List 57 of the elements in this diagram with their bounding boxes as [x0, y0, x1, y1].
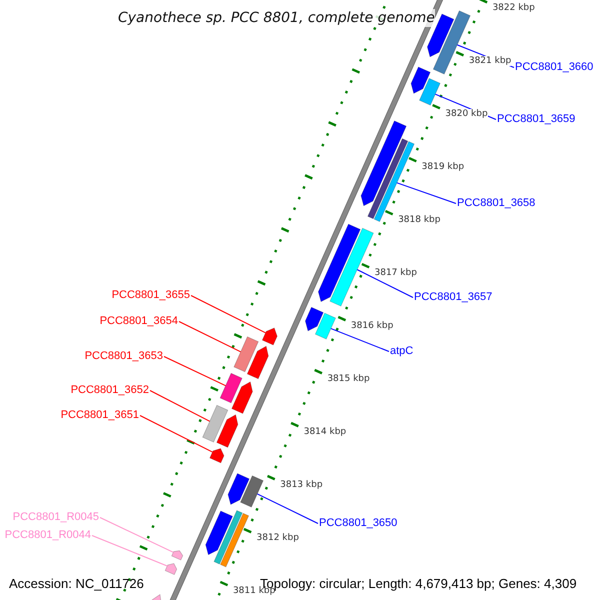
- gene-feature: [246, 346, 269, 380]
- gene-label: PCC8801_3653: [84, 350, 163, 363]
- gene-feature: [240, 475, 264, 508]
- gene-label: PCC8801_3658: [457, 197, 536, 210]
- gene-label: PCC8801_3659: [497, 113, 576, 126]
- scale-label: 3817 kbp: [374, 268, 417, 278]
- gene-feature: [220, 512, 250, 568]
- gene-label: PCC8801_R0044: [4, 529, 91, 542]
- gene-label: PCC8801_3655: [112, 289, 190, 302]
- leader-line: [190, 295, 266, 334]
- leader-line: [140, 415, 213, 453]
- leader-line: [150, 390, 210, 422]
- gene-feature: [228, 473, 250, 505]
- gene-feature: [410, 66, 431, 94]
- scale-label: 3814 kbp: [304, 426, 346, 437]
- gene-feature: [220, 372, 242, 404]
- gene-label: PCC8801_R0045: [12, 511, 99, 524]
- leader-line: [330, 328, 390, 352]
- gene-label: PCC8801_3650: [319, 517, 398, 530]
- gene-feature: [164, 563, 178, 576]
- info-text: Accession: NC_011726: [9, 577, 144, 590]
- scale-label: 3813 kbp: [280, 480, 323, 490]
- scale-label: 3818 kbp: [398, 214, 440, 225]
- gene-feature: [330, 228, 374, 307]
- gene-feature: [314, 312, 336, 340]
- gene-label: PCC8801_3651: [60, 409, 139, 422]
- gene-feature: [262, 328, 278, 346]
- gene-label: PCC8801_3652: [70, 384, 149, 397]
- leader-line: [92, 535, 168, 566]
- gene-feature: [214, 510, 243, 564]
- gene-feature: [231, 381, 253, 414]
- scale-label: 3812 kbp: [256, 532, 299, 543]
- leader-line: [396, 182, 456, 204]
- scale-label: 3822 kbp: [492, 2, 535, 13]
- gene-feature: [318, 224, 361, 302]
- scale-label: 3821 kbp: [468, 56, 512, 66]
- leader-line: [356, 269, 414, 298]
- scale-label: 3816 kbp: [350, 320, 394, 331]
- gene-feature: [360, 120, 407, 206]
- title: Cyanothece sp. PCC 8801, complete genome: [118, 9, 435, 27]
- scale-label: 3819 kbp: [422, 162, 464, 172]
- gene-feature: [171, 550, 184, 560]
- scale-label: 3815 kbp: [327, 374, 370, 384]
- gene-feature: [419, 78, 441, 106]
- leader-line: [100, 517, 174, 553]
- gene-label: PCC8801_3654: [100, 315, 178, 328]
- gene-feature: [304, 306, 324, 332]
- gene-label: PCC8801_3657: [414, 291, 492, 304]
- gene-label: PCC8801_3660: [515, 61, 594, 74]
- scale-label: 3820 kbp: [445, 108, 488, 119]
- gene-label: atpC: [390, 345, 414, 358]
- gene-feature: [202, 404, 228, 443]
- gene-feature: [234, 336, 259, 372]
- gene-feature: [209, 448, 224, 464]
- gene-feature: [216, 414, 238, 448]
- gene-feature: [205, 510, 233, 556]
- gene-feature: [432, 10, 471, 75]
